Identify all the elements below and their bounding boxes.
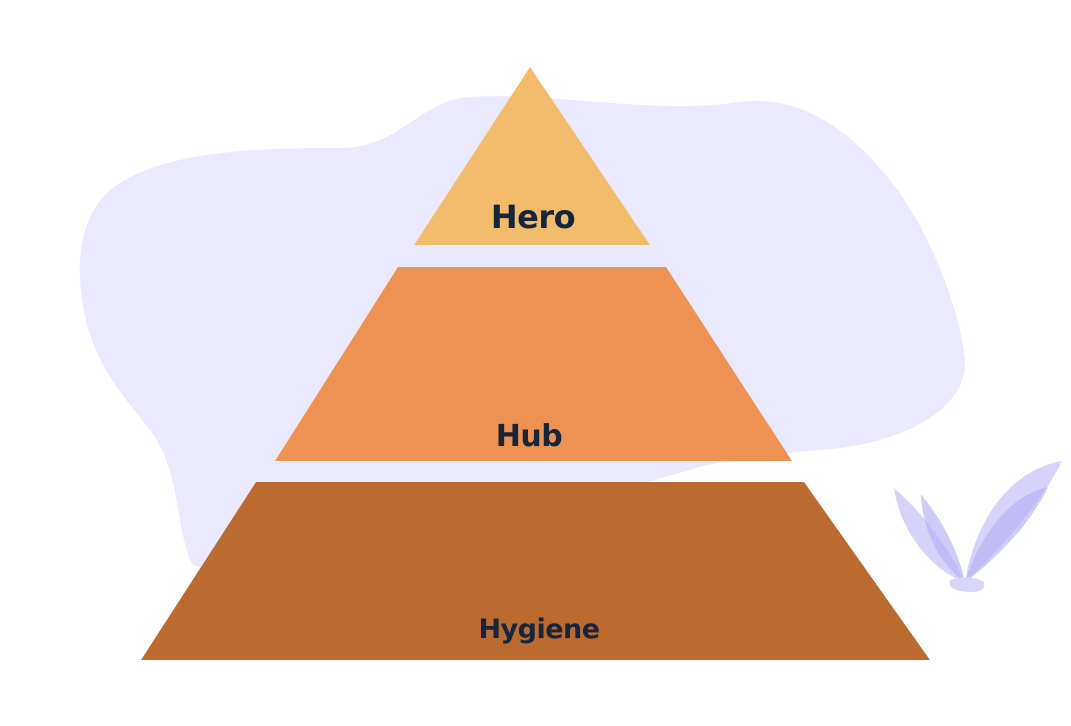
tier-hero-label: Hero [491, 198, 575, 236]
tier-hub-label: Hub [496, 419, 562, 454]
tier-hub: Hub [275, 267, 792, 461]
tier-hub-shape [275, 267, 792, 461]
tier-hero-shape [414, 67, 650, 245]
tier-hygiene: Hygiene [141, 482, 930, 660]
tier-hygiene-shape [141, 482, 930, 660]
tier-hygiene-label: Hygiene [478, 614, 599, 645]
leaf-plant-icon [894, 461, 1062, 593]
blob-notch [690, 452, 830, 478]
leaf-right-inner-icon [965, 487, 1048, 582]
leaf-left-inner-icon [921, 494, 965, 582]
leaf-base-icon [949, 577, 985, 593]
tier-hero: Hero [414, 67, 650, 245]
